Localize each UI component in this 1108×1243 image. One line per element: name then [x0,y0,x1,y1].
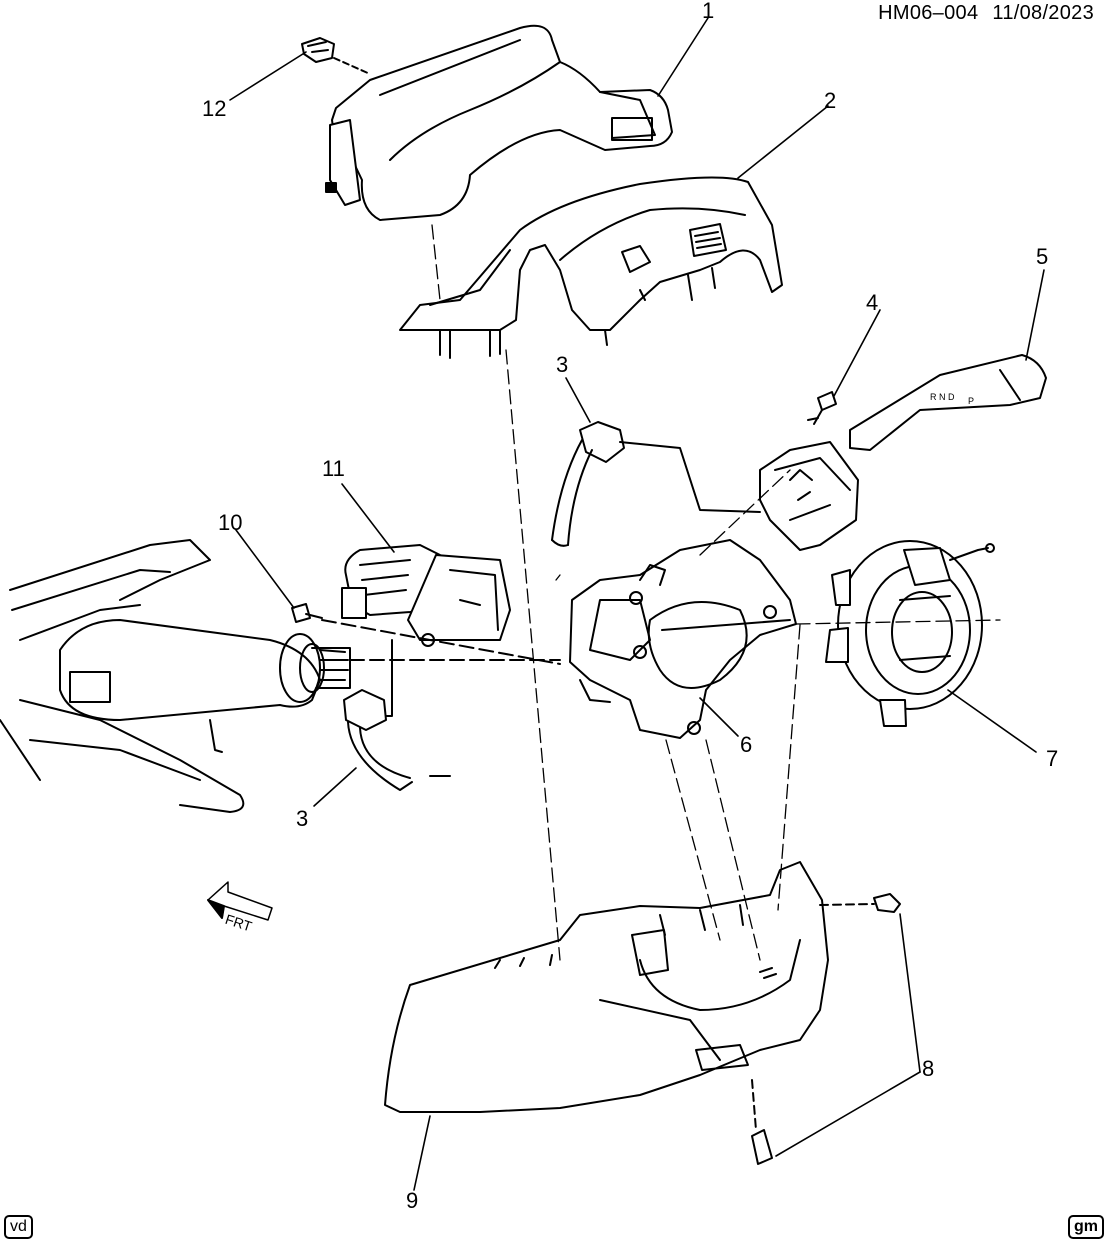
callout-12: 12 [202,96,226,121]
retainer-clip [301,37,371,75]
switch-screw [291,603,561,665]
callout-5: 5 [1036,244,1048,269]
lever-screw [807,391,837,425]
lower-column-cover [384,861,829,1113]
callout-4: 4 [866,290,878,315]
upper-trim-cover [399,176,783,359]
callout-7: 7 [1046,746,1058,771]
upper-column-cover [325,24,673,221]
callout-11: 11 [322,456,345,481]
diagram-header: HM06–004 11/08/2023 [864,2,1094,25]
lever-position-marks: R N D [930,392,955,402]
clockspring [825,540,995,727]
callout-9: 9 [406,1188,418,1213]
shift-lever [759,354,1047,551]
callout-6: 6 [740,732,752,757]
callout-2: 2 [824,88,836,113]
steering-column [0,539,561,813]
callout-8: 8 [922,1056,934,1081]
vd-badge: vd [4,1215,33,1239]
turn-signal-switch [341,544,511,647]
lever-park-mark: P [968,396,974,406]
callout-1: 1 [702,0,714,23]
callout-10: 10 [218,510,242,535]
callout-3-upper: 3 [556,352,568,377]
leader-lines [229,17,1045,1191]
gm-logo-badge: gm [1068,1215,1104,1239]
column-housing [569,539,797,739]
callouts: 1 2 3 3 4 5 6 7 8 9 10 11 12 [202,0,1058,1213]
diagram-code: HM06–004 [878,2,979,24]
callout-3-lower: 3 [296,806,308,831]
diagram-date: 11/08/2023 [992,2,1094,24]
front-direction-arrow: FRT [207,881,273,935]
alignment-lines [431,224,1001,961]
upper-connector-harness [551,421,761,547]
cover-screws [751,893,901,1165]
lower-connector-harness [343,639,451,791]
